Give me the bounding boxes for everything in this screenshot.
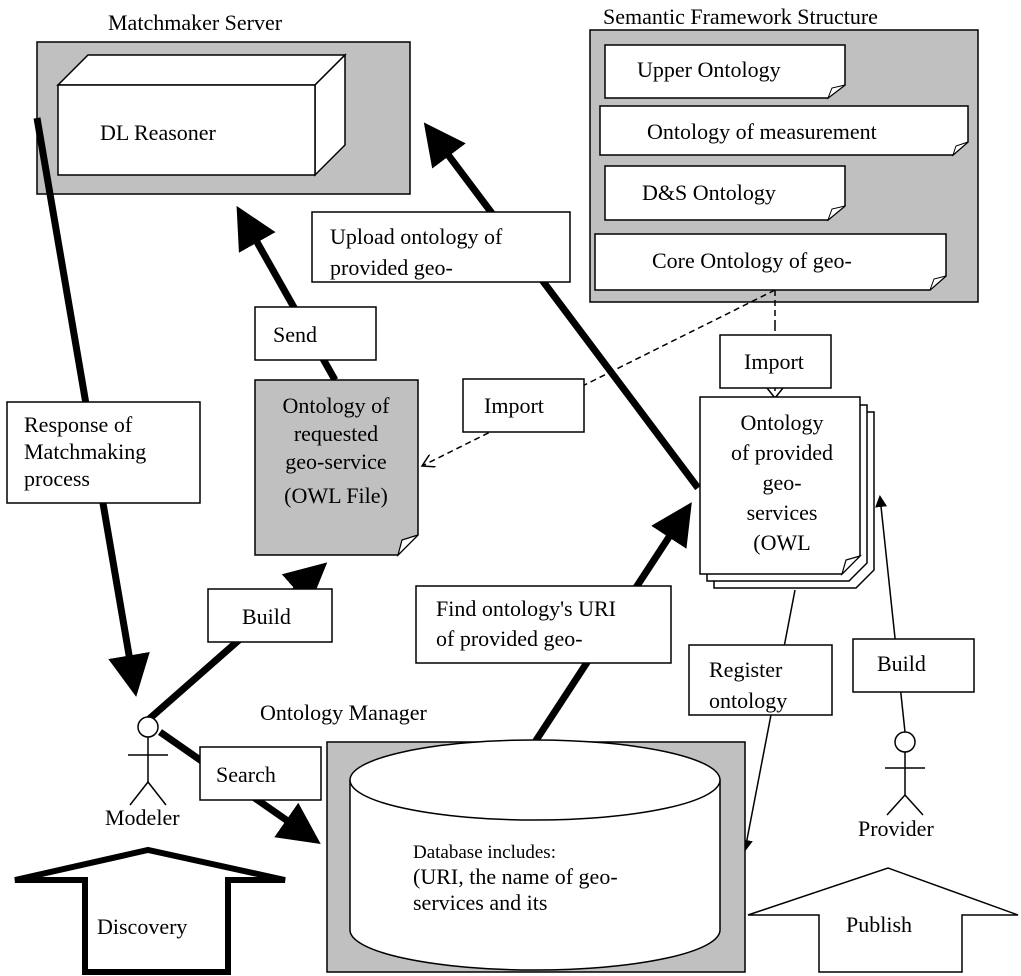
- response-label-line2: Matchmaking: [24, 439, 146, 464]
- response-label-box: [6, 401, 201, 504]
- import-right-label-box: [719, 334, 832, 389]
- core-ontology-doc: [594, 233, 947, 291]
- upload-arrow: [423, 122, 701, 491]
- import-left-label: Import: [484, 393, 544, 418]
- discovery-label: Discovery: [97, 914, 187, 939]
- requested-ontology-doc: [254, 379, 419, 558]
- publish-big-arrow: [747, 867, 1019, 973]
- upper-ontology-label: Upper Ontology: [637, 57, 781, 82]
- find-label-line2: of provided geo-: [436, 626, 583, 651]
- publish-label: Publish: [846, 912, 912, 937]
- ds-ontology-doc: [604, 165, 846, 222]
- requested-ontology-line4: (OWL File): [284, 483, 388, 508]
- provided-ontology-line4: services: [747, 500, 818, 525]
- ds-ontology-label: D&S Ontology: [642, 180, 776, 205]
- requested-ontology-line1: Ontology of: [283, 393, 391, 418]
- import-left-label-box: [462, 378, 585, 433]
- upper-ontology-doc: [604, 44, 846, 100]
- provider-label: Provider: [858, 816, 934, 841]
- ontology-measurement-doc: [599, 105, 969, 157]
- upload-label-box: [311, 211, 571, 283]
- database-line3: services and its: [413, 890, 547, 915]
- database-line2: (URI, the name of geo-: [413, 864, 618, 889]
- build-left-label: Build: [242, 604, 291, 629]
- discovery-big-arrow: [14, 846, 286, 975]
- ontology-measurement-label: Ontology of measurement: [647, 119, 877, 144]
- provided-ontology-line5: (OWL: [753, 530, 810, 555]
- modeler-actor-icon: [128, 716, 168, 806]
- database-line1: Database includes:: [413, 842, 556, 863]
- dl-reasoner-cube: [56, 53, 347, 177]
- send-label-box: [254, 306, 377, 361]
- requested-ontology-line2: requested: [294, 421, 378, 446]
- provider-actor-icon: [885, 731, 925, 816]
- provided-ontology-doc: [699, 396, 875, 589]
- upload-label-line2: provided geo-: [330, 255, 453, 280]
- register-arrow: [740, 589, 796, 852]
- import-left-arrow: [422, 289, 776, 466]
- matchmaker-title: Matchmaker Server: [108, 10, 283, 35]
- build-left-label-box: [207, 588, 333, 643]
- dl-reasoner-label: DL Reasoner: [100, 120, 217, 145]
- find-label-line1: Find ontology's URI: [436, 596, 616, 621]
- build-right-label: Build: [877, 651, 926, 676]
- find-label-box: [415, 585, 672, 664]
- provided-ontology-line2: of provided: [731, 440, 833, 465]
- register-label-line1: Register: [709, 657, 783, 682]
- provided-ontology-line1: Ontology: [740, 410, 823, 435]
- upload-label-line1: Upload ontology of: [330, 224, 503, 249]
- search-label: Search: [216, 762, 276, 787]
- register-label-line2: ontology: [709, 688, 787, 713]
- semantic-framework-title: Semantic Framework Structure: [603, 4, 878, 29]
- core-ontology-label: Core Ontology of geo-: [652, 248, 852, 273]
- register-label-box: [688, 644, 833, 716]
- send-label: Send: [273, 322, 317, 347]
- search-label-box: [199, 746, 322, 801]
- database-cylinder: [349, 739, 721, 971]
- provided-ontology-line3: geo-: [762, 470, 801, 495]
- requested-ontology-line3: geo-service: [285, 449, 386, 474]
- import-right-label: Import: [744, 349, 804, 374]
- response-label-line1: Response of: [24, 412, 133, 437]
- build-right-label-box: [852, 638, 975, 693]
- modeler-label: Modeler: [105, 805, 180, 830]
- build-right-arrow: [875, 495, 906, 733]
- response-label-line3: process: [24, 466, 90, 491]
- ontology-manager-title: Ontology Manager: [260, 700, 427, 725]
